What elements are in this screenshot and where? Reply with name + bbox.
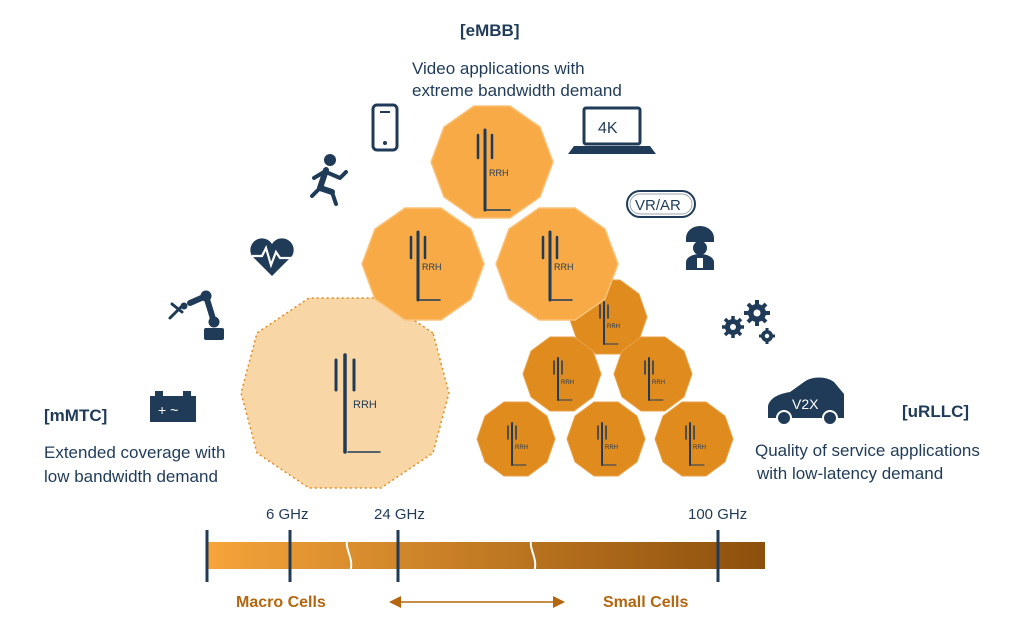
- vr-ar-icon: VR/AR: [626, 190, 696, 218]
- rrh-labels: RRH RRH RRH RRH RRH RRH RRH RRH RRH RRH: [353, 168, 706, 451]
- laptop-icon: 4K: [568, 106, 656, 154]
- mmtc-desc-line1: Extended coverage with: [44, 443, 226, 462]
- rrh-label: RRH: [489, 168, 509, 178]
- worker-icon: [686, 226, 714, 270]
- robot-arm-icon: [168, 290, 224, 340]
- antenna-icon: [685, 422, 705, 466]
- antenna-icon: [334, 353, 381, 454]
- running-person-icon: [310, 154, 348, 206]
- v2x-label: V2X: [792, 396, 819, 412]
- small-cells-label: Small Cells: [603, 594, 689, 611]
- antenna-icon: [409, 230, 441, 302]
- vr-ar-label: VR/AR: [635, 197, 681, 214]
- laptop-4k-label: 4K: [598, 120, 618, 137]
- antenna-icon: [553, 357, 573, 401]
- rrh-label: RRH: [515, 445, 528, 451]
- embb-desc-line1: Video applications with: [412, 59, 585, 78]
- embb-cell-top: [430, 105, 554, 219]
- macro-cells-label: Macro Cells: [236, 594, 326, 611]
- embb-tag: [eMBB]: [460, 21, 520, 40]
- car-icon: V2X: [768, 377, 844, 426]
- antenna-towers: [334, 128, 705, 466]
- rrh-label: RRH: [561, 380, 574, 386]
- rrh-label: RRH: [353, 399, 377, 411]
- urllc-tag: [uRLLC]: [902, 402, 970, 421]
- rrh-label: RRH: [693, 445, 706, 451]
- mmtc-tag: [mMTC]: [44, 406, 108, 425]
- rrh-label: RRH: [554, 262, 574, 272]
- rrh-label: RRH: [605, 445, 618, 451]
- gears-icon: [722, 300, 775, 344]
- battery-icon: + ~: [150, 391, 196, 422]
- antenna-icon: [476, 128, 511, 212]
- battery-symbols: + ~: [158, 402, 178, 418]
- rrh-label: RRH: [422, 262, 442, 272]
- urllc-desc-line1: Quality of service applications: [755, 441, 980, 460]
- heart-rate-icon: [250, 238, 294, 276]
- rrh-label: RRH: [607, 324, 620, 330]
- freq-100ghz: 100 GHz: [688, 506, 748, 523]
- embb-desc-line2: extreme bandwidth demand: [412, 81, 622, 100]
- urllc-desc-line2: with low-latency demand: [757, 464, 944, 483]
- spectrum-bar: [205, 530, 765, 582]
- freq-24ghz: 24 GHz: [374, 506, 425, 523]
- antenna-icon: [507, 422, 527, 466]
- freq-6ghz: 6 GHz: [266, 506, 309, 523]
- smartphone-icon: [371, 103, 399, 152]
- antenna-icon: [644, 357, 664, 401]
- embb-cell-left: [361, 207, 485, 321]
- rrh-label: RRH: [652, 380, 665, 386]
- antenna-icon: [599, 301, 619, 345]
- antenna-icon: [597, 422, 617, 466]
- embb-cell-right: [495, 207, 619, 321]
- antenna-icon: [541, 230, 573, 302]
- mmtc-desc-line2: low bandwidth demand: [44, 467, 218, 486]
- embb-cells: [361, 105, 619, 321]
